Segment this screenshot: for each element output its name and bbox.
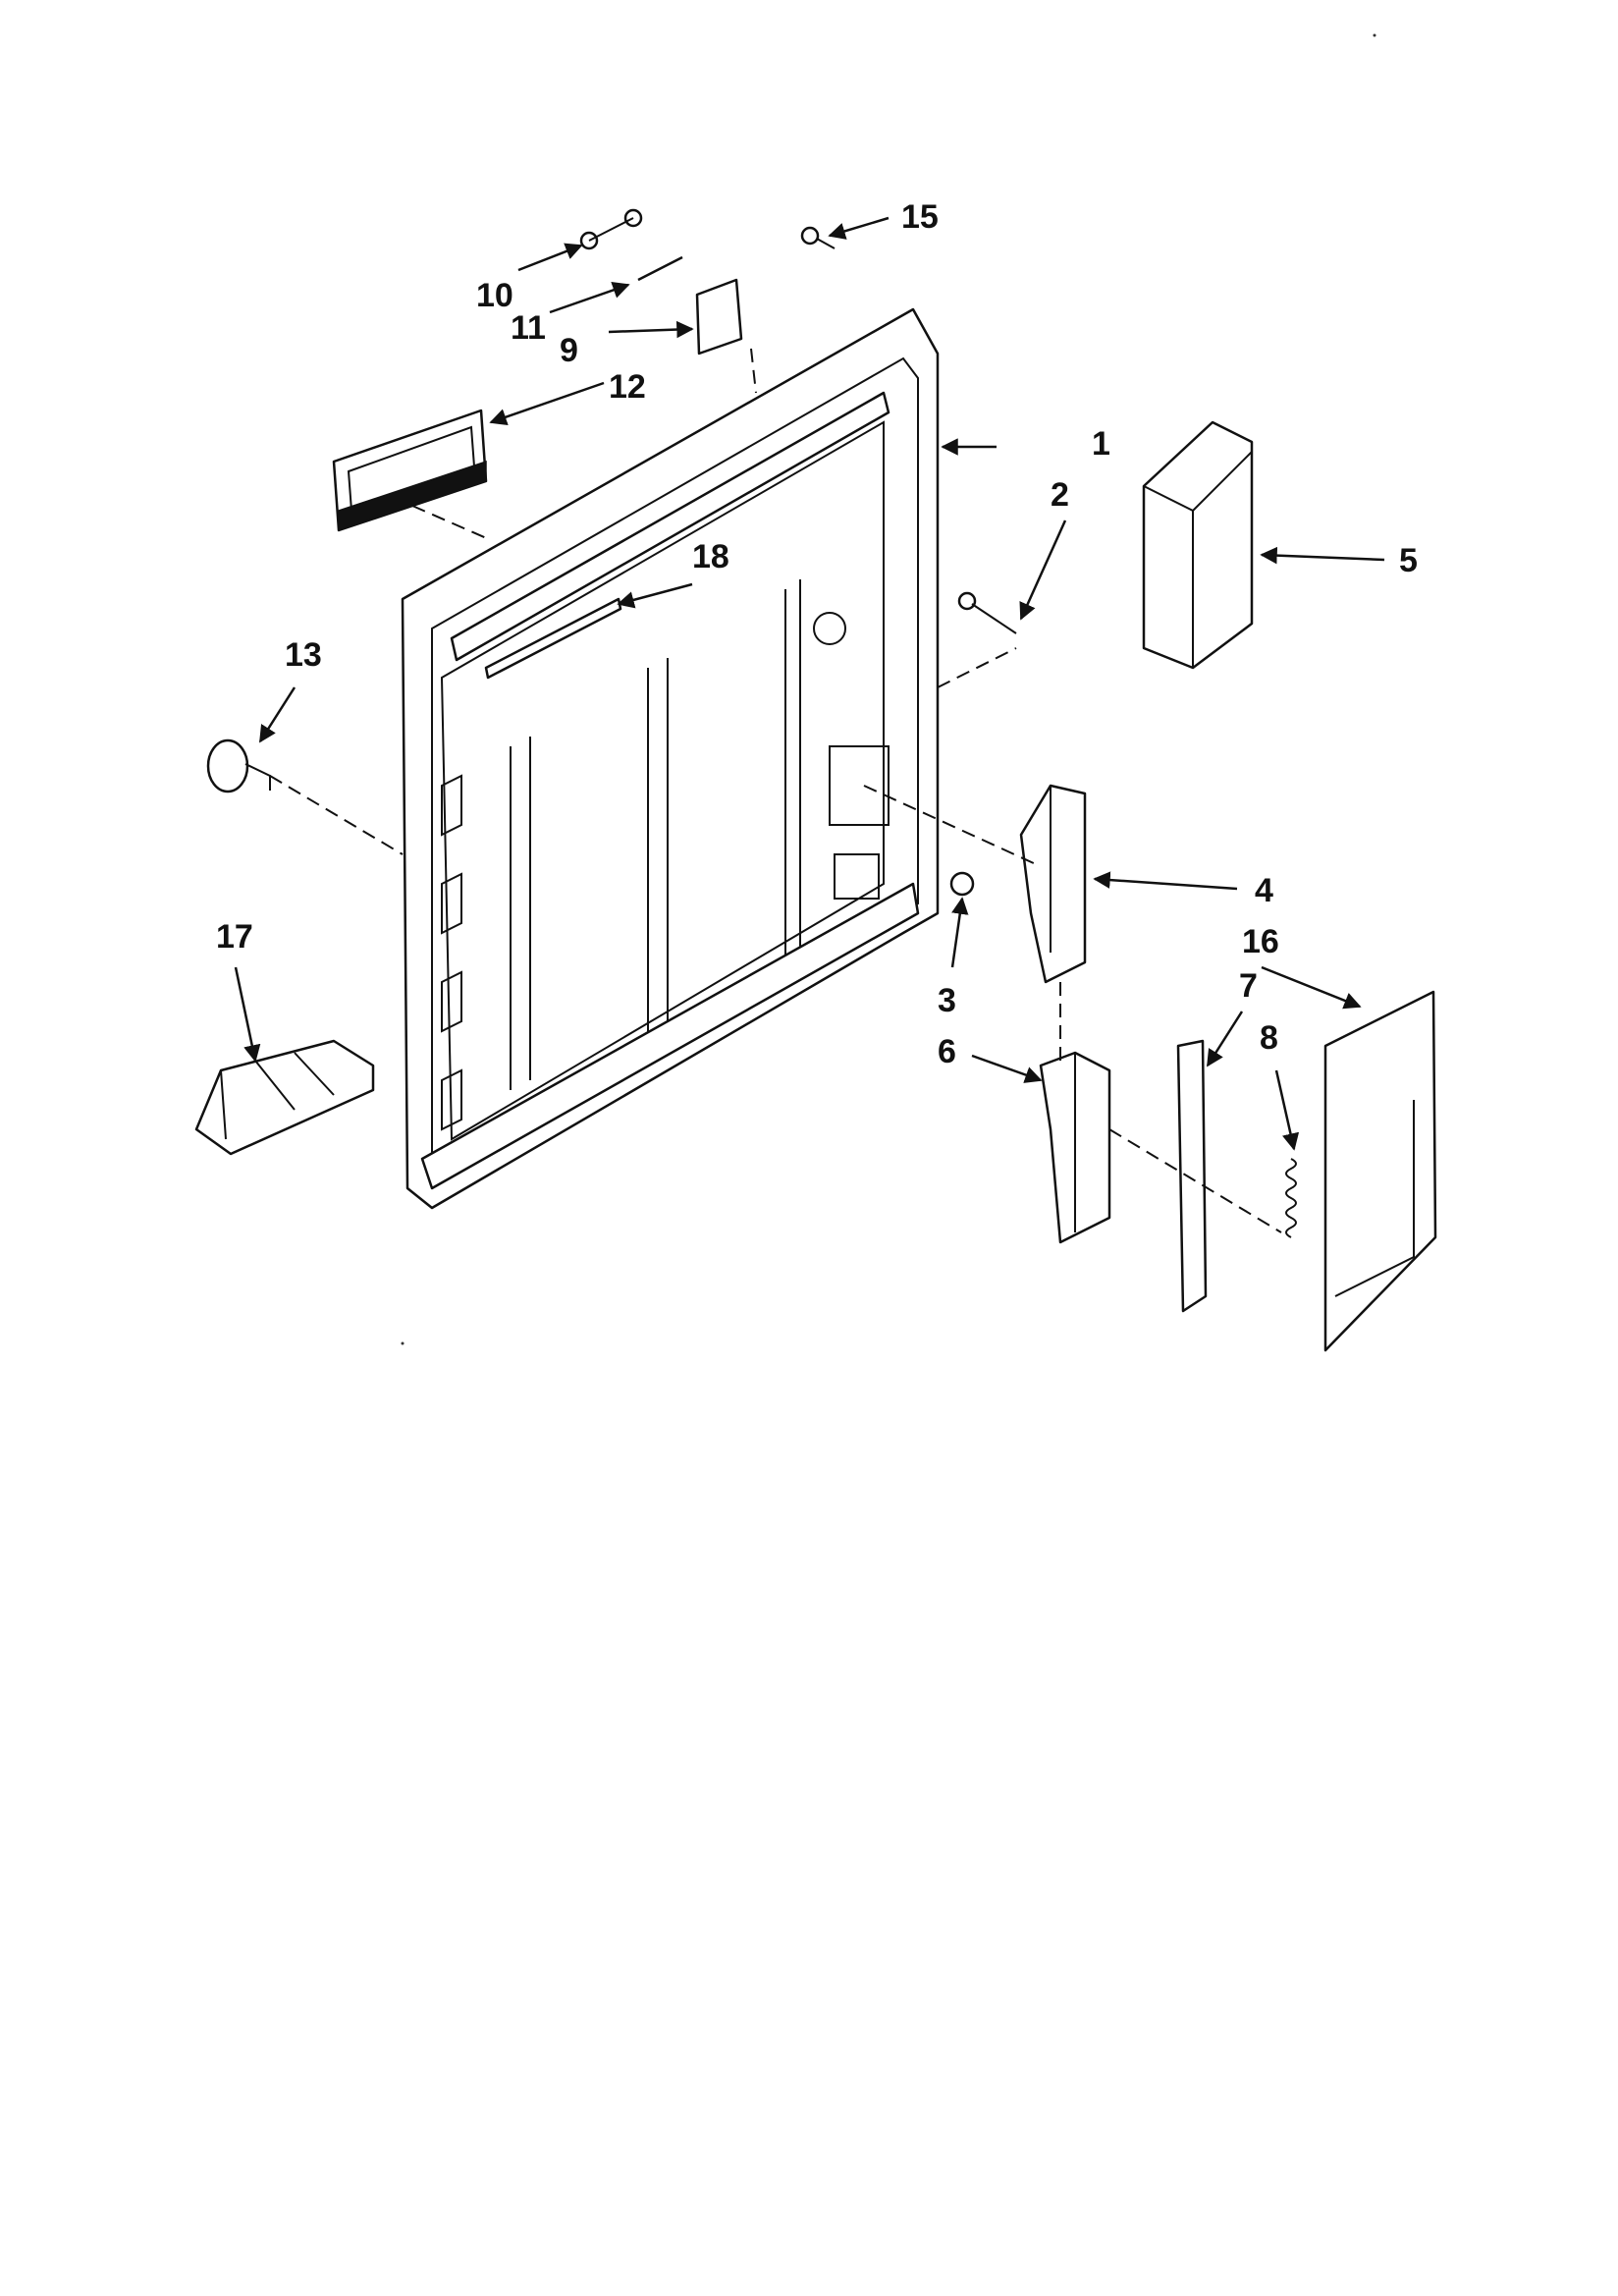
callout-3: 3 [938, 982, 956, 1019]
part-18-strip [484, 597, 622, 680]
part-10-springs [579, 208, 643, 250]
assembly-lines [269, 348, 1282, 1233]
callout-7: 7 [1239, 967, 1258, 1005]
part-12-handle [332, 409, 488, 532]
part-17-cap [194, 1039, 375, 1156]
callout-18: 18 [692, 538, 729, 575]
part-11-rod [637, 255, 683, 282]
callout-6: 6 [938, 1033, 956, 1070]
part-3-nut [949, 871, 975, 897]
scan-dot [401, 1341, 404, 1345]
part-15-screw [800, 226, 836, 249]
part-9-cover [695, 278, 743, 355]
callout-10: 10 [476, 277, 513, 314]
callout-9: 9 [560, 332, 578, 369]
scan-dot [1373, 33, 1376, 37]
callout-15: 15 [901, 198, 939, 236]
callout-1: 1 [1092, 425, 1110, 463]
callout-2: 2 [1051, 476, 1069, 514]
callout-11: 11 [511, 309, 546, 347]
part-6-latch-base [1039, 1051, 1111, 1244]
part-5-switch [1142, 420, 1254, 670]
callout-13: 13 [285, 636, 322, 674]
part-7-bar [1176, 1039, 1208, 1313]
leader-lines [234, 216, 1385, 1151]
callout-4: 4 [1255, 872, 1273, 909]
part-13-knob [206, 738, 271, 793]
callout-17: 17 [216, 918, 253, 956]
callout-12: 12 [609, 368, 646, 406]
part-16-side-panel [1323, 990, 1437, 1352]
callout-5: 5 [1399, 542, 1418, 579]
callout-8: 8 [1260, 1019, 1278, 1057]
inner-door-panel [401, 307, 940, 1210]
part-4-latch [1019, 784, 1087, 984]
part-8-spring [1285, 1158, 1297, 1238]
callout-16: 16 [1242, 923, 1279, 960]
part-2-pin [957, 591, 1017, 634]
